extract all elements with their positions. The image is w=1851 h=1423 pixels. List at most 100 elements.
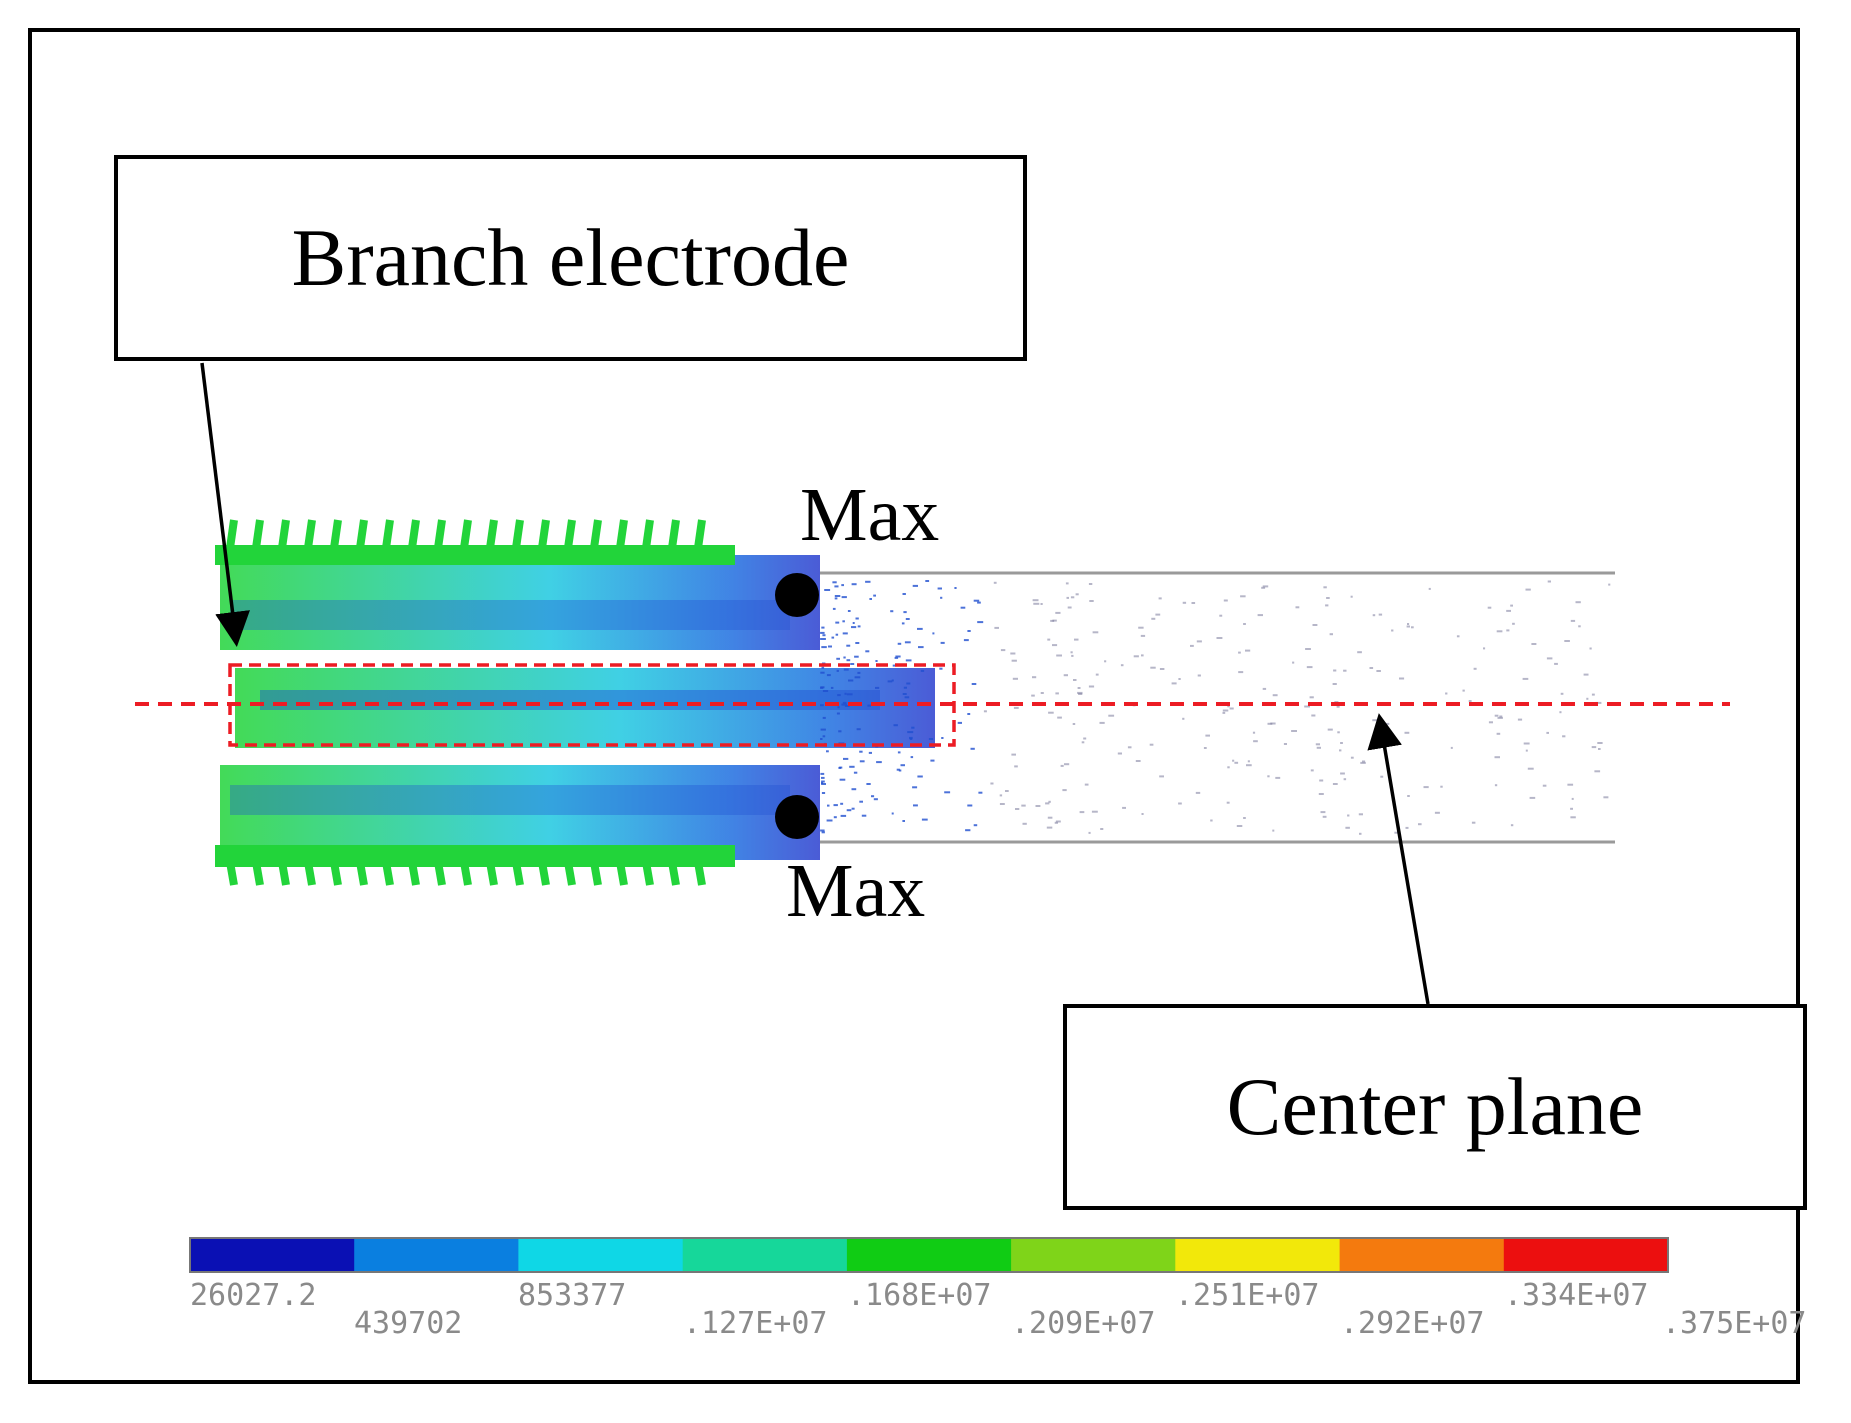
field-particle [897, 751, 901, 754]
field-particle [896, 768, 900, 771]
field-particle [1064, 763, 1070, 766]
field-particle [1261, 586, 1266, 589]
field-particle [1091, 810, 1098, 813]
field-particle [1171, 682, 1177, 685]
field-particle [1339, 749, 1342, 752]
field-particle [1033, 602, 1040, 605]
field-particle [1229, 707, 1234, 710]
legend-tick-label: .251E+07 [1175, 1278, 1320, 1313]
field-particle [846, 809, 852, 812]
branch-electrode-arrow [200, 362, 250, 647]
electrode-tooth [356, 861, 368, 886]
field-particle [1445, 692, 1448, 695]
field-particle [1092, 631, 1099, 634]
field-particle [844, 704, 850, 707]
field-particle [826, 819, 833, 822]
field-particle [854, 655, 859, 658]
field-particle [1347, 814, 1350, 817]
field-particle [901, 622, 905, 625]
field-particle [827, 804, 830, 807]
electrode-tooth [616, 861, 628, 886]
field-particle [1350, 595, 1353, 598]
field-particle [821, 776, 825, 779]
field-particle [1272, 829, 1275, 832]
field-particle [1570, 816, 1576, 819]
field-particle [1494, 756, 1500, 759]
legend-tick-label: .168E+07 [847, 1278, 992, 1313]
field-particle [1594, 770, 1601, 773]
field-particle [894, 656, 899, 659]
field-particle [1380, 775, 1384, 778]
field-particle [1191, 602, 1196, 604]
field-particle [1357, 651, 1362, 654]
legend-tick-label: .292E+07 [1340, 1306, 1485, 1341]
field-particle [876, 761, 882, 764]
field-particle [1100, 828, 1104, 830]
field-particle [1077, 691, 1083, 694]
field-particle [1546, 731, 1549, 734]
field-particle [1499, 715, 1503, 718]
field-particle [1238, 671, 1244, 674]
field-particle [940, 596, 943, 599]
electrode-tooth [694, 861, 706, 886]
field-particle [954, 587, 957, 589]
max-marker-top [775, 573, 819, 617]
field-particle [897, 642, 902, 645]
field-particle [937, 587, 942, 590]
field-particle [1320, 811, 1326, 814]
field-particle [1305, 648, 1311, 650]
field-particle [1095, 673, 1099, 676]
field-particle [903, 686, 907, 689]
field-particle [1570, 807, 1573, 810]
field-particle [1012, 677, 1018, 680]
field-particle [1108, 714, 1115, 717]
field-particle [1052, 619, 1057, 622]
field-particle [1586, 697, 1589, 700]
field-particle [853, 771, 858, 774]
field-particle [852, 622, 855, 624]
field-particle [973, 599, 980, 602]
field-particle [1332, 683, 1337, 685]
field-particle [1047, 816, 1053, 819]
field-particle [1056, 654, 1062, 657]
field-particle [1295, 606, 1300, 609]
field-particle [920, 669, 925, 672]
electrode-tooth [356, 519, 368, 549]
electrode-tooth [668, 861, 680, 886]
field-particle [1195, 791, 1201, 794]
legend-swatch [1175, 1238, 1341, 1272]
field-particle [821, 792, 826, 794]
field-particle [900, 764, 905, 767]
field-particle [1595, 701, 1602, 704]
field-particle [978, 791, 983, 794]
field-scatter [820, 580, 1611, 835]
field-particle [940, 641, 945, 644]
electrode-tooth [486, 861, 498, 886]
field-particle [891, 812, 894, 815]
field-particle [990, 782, 994, 785]
field-particle [1067, 606, 1072, 609]
field-particle [1411, 626, 1414, 629]
field-particle [1055, 820, 1061, 823]
field-particle [1203, 747, 1207, 749]
field-particle [1158, 597, 1162, 600]
field-particle [1319, 779, 1324, 782]
field-particle [1494, 784, 1498, 787]
field-particle [1583, 673, 1589, 676]
field-particle [917, 775, 923, 778]
field-particle [1032, 599, 1039, 602]
field-particle [851, 583, 857, 586]
field-particle [928, 738, 934, 740]
field-particle [851, 626, 857, 629]
electrode-tooth [252, 861, 264, 886]
electrode-tooth [512, 861, 524, 886]
field-particle [1077, 687, 1081, 689]
field-particle [871, 795, 875, 798]
field-particle [859, 750, 863, 753]
field-particle [865, 580, 871, 583]
field-particle [1383, 722, 1390, 725]
field-particle [1546, 657, 1553, 660]
electrode-tooth [616, 519, 628, 549]
field-particle [1226, 801, 1230, 804]
field-particle [1272, 694, 1278, 697]
